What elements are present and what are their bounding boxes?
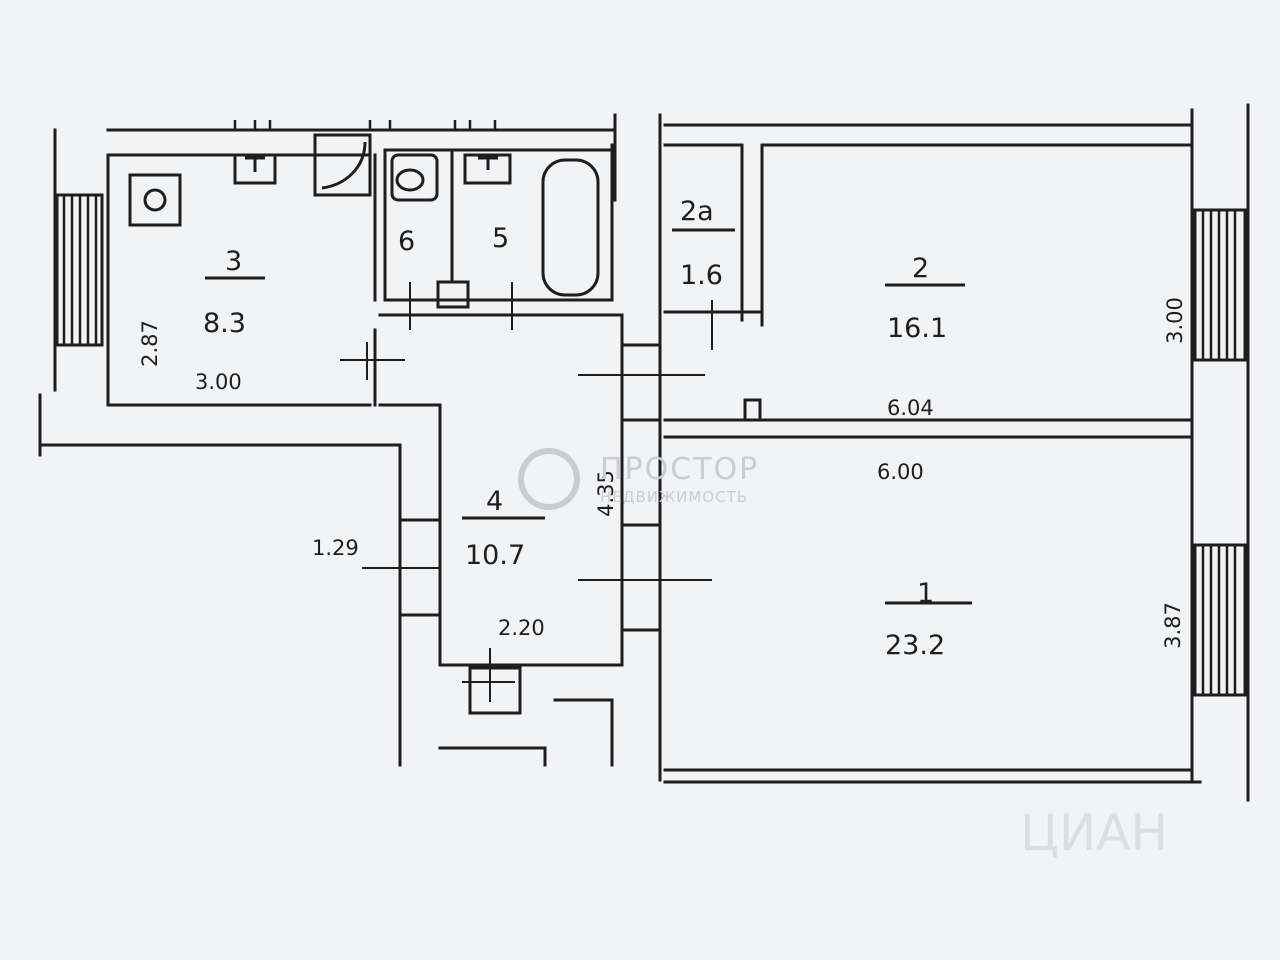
room-1-area: 23.2 [885, 630, 946, 661]
room-2-number: 2 [912, 253, 930, 284]
watermark-sub: НЕДВИЖИМОСТЬ [600, 488, 749, 506]
bathtub [541, 158, 600, 297]
watermark-logo-icon [518, 448, 580, 510]
door-marks [340, 282, 713, 702]
room-3-area: 8.3 [203, 308, 246, 339]
boiler [313, 133, 372, 197]
wall-bottom-corridor-2 [553, 698, 614, 767]
room-3-width-dimension: 3.00 [195, 370, 242, 394]
room-4-number: 4 [486, 486, 504, 517]
window-central [620, 343, 662, 422]
fixtures [128, 133, 600, 715]
room-2-height-dimension: 3.00 [1162, 297, 1187, 344]
room-6-number: 6 [398, 226, 416, 257]
room-5-number: 5 [492, 223, 510, 254]
watermark-brand: ПРОСТОР [600, 452, 760, 487]
room-2a-area: 1.6 [680, 260, 723, 291]
stove [128, 173, 182, 227]
kitchen-sink [233, 153, 277, 185]
room-2a-number: 2а [680, 196, 714, 227]
bath-sink [463, 153, 512, 185]
room-1-number: 1 [917, 578, 935, 609]
shaft [468, 666, 522, 715]
room-2-area: 16.1 [887, 313, 948, 344]
room-1-height-dimension: 3.87 [1160, 602, 1185, 649]
room-2-width-dimension: 6.04 [887, 396, 934, 420]
room-4-width-dimension: 2.20 [498, 616, 545, 640]
vent [436, 280, 470, 309]
wall-2a-top [663, 143, 744, 322]
room-3-height-dimension: 2.87 [137, 320, 162, 367]
toilet-tank [390, 153, 439, 202]
room-1-width-dimension: 6.00 [877, 460, 924, 484]
area-underlines [205, 228, 972, 605]
window-mullions [62, 120, 1237, 695]
watermark-corner: ЦИАН [1020, 804, 1169, 862]
window-central-2 [620, 523, 662, 632]
stove-burner [143, 188, 167, 212]
left-passage-dimension: 1.29 [312, 536, 359, 560]
room-3-number: 3 [225, 246, 243, 277]
wall-door-stub [743, 398, 762, 422]
room-4-area: 10.7 [465, 540, 526, 571]
toilet-bowl [395, 168, 425, 192]
wall-bottom-corridor [438, 746, 547, 767]
